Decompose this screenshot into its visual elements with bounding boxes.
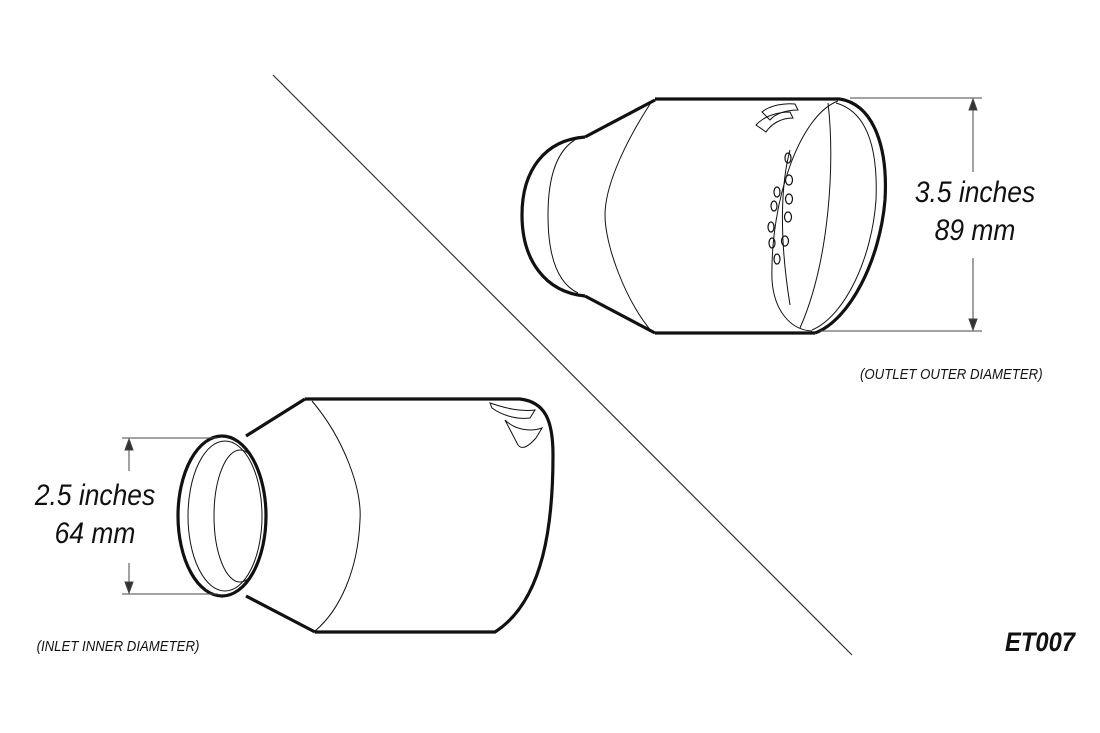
perforation-holes	[767, 152, 794, 265]
inlet-dimension-imperial: 2.5 inches	[34, 479, 156, 512]
outlet-view-tip	[520, 97, 888, 335]
outlet-dimension-metric: 89 mm	[934, 214, 1016, 247]
inlet-dimension-lines	[122, 437, 218, 595]
inlet-view-tip	[176, 397, 555, 634]
brand-logo-emboss	[489, 402, 544, 448]
brand-logo-emboss	[755, 103, 799, 133]
outlet-dimension-label: 3.5 inches 89 mm	[913, 174, 1036, 250]
outlet-dimension-lines	[820, 97, 982, 332]
outlet-dimension-imperial: 3.5 inches	[914, 176, 1036, 209]
diagonal-divider	[272, 74, 853, 656]
inlet-dimension-metric: 64 mm	[54, 517, 136, 550]
part-number: ET007	[1004, 627, 1076, 657]
outlet-caption: (OUTLET OUTER DIAMETER)	[860, 366, 1043, 383]
inlet-caption: (INLET INNER DIAMETER)	[36, 638, 200, 655]
inlet-dimension-label: 2.5 inches 64 mm	[29, 477, 161, 553]
